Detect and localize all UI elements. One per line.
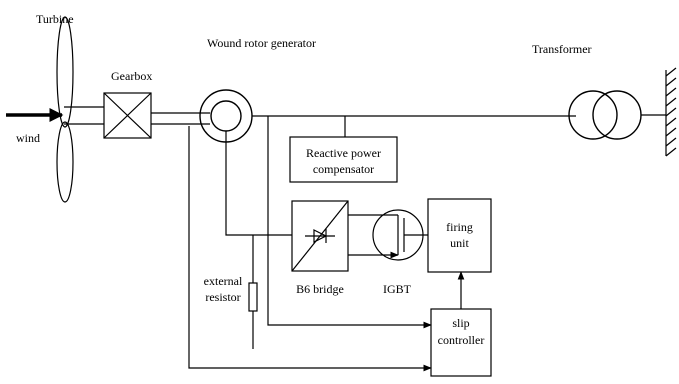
firing-unit-label-line2: unit xyxy=(450,236,469,250)
igbt-label: IGBT xyxy=(383,282,412,296)
compensator-label-line1: Reactive power xyxy=(306,146,381,160)
resistor-label-line1: external xyxy=(204,274,243,288)
gearbox-label: Gearbox xyxy=(111,69,152,83)
b6-bridge-block xyxy=(291,200,349,272)
grid-connection-icon xyxy=(665,67,677,157)
b6-bridge-label: B6 bridge xyxy=(296,282,344,296)
measurement-line-stator xyxy=(267,116,432,329)
slip-controller-label-line2: controller xyxy=(438,333,485,347)
transformer-label: Transformer xyxy=(532,42,592,56)
rotor-to-bridge-line xyxy=(225,131,292,236)
compensator-label-line2: compensator xyxy=(313,162,374,176)
transformer-symbol xyxy=(568,90,642,140)
measurement-line-shaft xyxy=(188,126,432,372)
slip-controller-label-line1: slip xyxy=(452,316,469,330)
turbine-blades xyxy=(56,16,74,203)
generator-label: Wound rotor generator xyxy=(207,36,316,50)
transformer-primary xyxy=(568,90,618,140)
turbine-label: Turbine xyxy=(36,12,74,26)
wind-label: wind xyxy=(16,131,40,145)
firing-unit-label-line1: firing xyxy=(446,220,473,234)
generator-rotor xyxy=(210,100,242,132)
resistor-label-line2: resistor xyxy=(205,290,240,304)
external-resistor-symbol xyxy=(248,282,258,312)
gearbox-block xyxy=(103,92,152,139)
turbine-blade-lower xyxy=(56,121,74,203)
reactive-power-compensator-box xyxy=(289,136,398,183)
igbt-symbol xyxy=(372,209,428,261)
low-speed-shaft xyxy=(64,106,104,125)
turbine-blade-upper xyxy=(56,16,74,128)
